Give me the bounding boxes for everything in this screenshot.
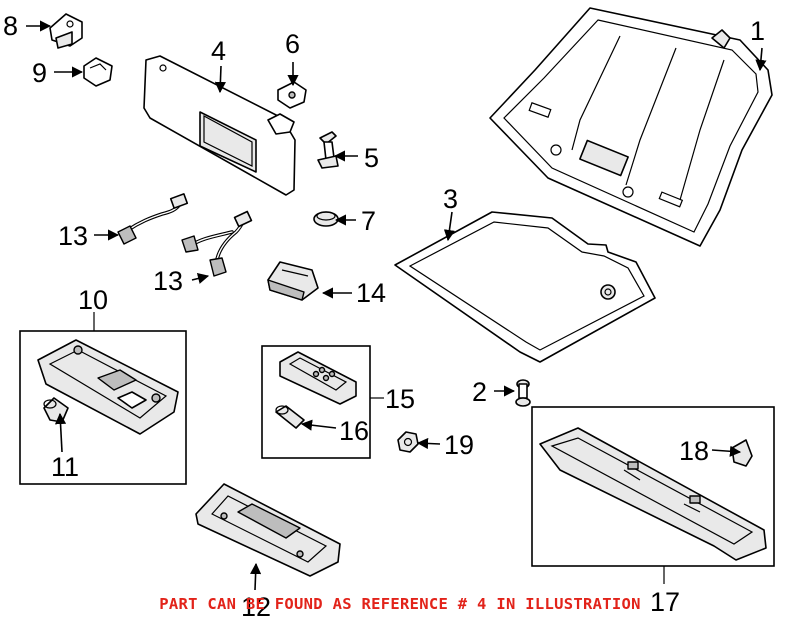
callout-19: 19 [444,430,474,460]
headliner-pad-part [394,211,656,363]
callout-9: 9 [32,58,47,88]
box-15 [261,345,371,459]
callout-2: 2 [472,377,487,407]
clip-part-2 [515,379,531,407]
ring-part-7 [313,211,339,227]
bulb-part-16 [275,405,305,429]
bracket-part-8 [49,13,83,49]
callout-7: 7 [361,206,376,236]
callout-17: 17 [650,587,680,617]
dome-lamp-part-12 [195,483,341,577]
sun-visor-part [143,55,296,196]
clip-part-9 [83,57,113,87]
callout-6: 6 [285,29,300,59]
headliner-part [489,7,773,247]
callout-5: 5 [364,143,379,173]
callout-13a: 13 [58,221,88,251]
lamp-part-14 [267,261,319,301]
bulb-part-11 [43,397,69,423]
wire-harness-part-b [181,210,253,277]
clip-part-18 [731,439,753,467]
screw-part-5 [317,131,339,169]
callout-16: 16 [339,416,369,446]
callout-8: 8 [3,11,18,41]
callout-1: 1 [750,16,765,46]
callout-12: 12 [241,592,271,618]
callout-13b: 13 [153,266,183,296]
callout-10: 10 [78,285,108,315]
nut-part-19 [397,431,419,453]
callout-15: 15 [385,384,415,414]
callout-14: 14 [356,278,386,308]
box-10 [19,330,187,485]
callout-18: 18 [679,436,709,466]
callout-4: 4 [211,36,226,66]
callout-11: 11 [51,452,79,482]
callout-labels: 1 2 3 4 5 6 7 8 9 10 11 12 13 13 14 15 1… [3,11,765,618]
box-17 [531,406,775,567]
leader-lines [26,20,767,591]
wire-harness-part-a [117,193,189,245]
clip-part-6 [277,81,307,109]
reference-caption: PART CAN BE FOUND AS REFERENCE # 4 IN IL… [159,595,641,613]
callout-3: 3 [443,184,458,214]
